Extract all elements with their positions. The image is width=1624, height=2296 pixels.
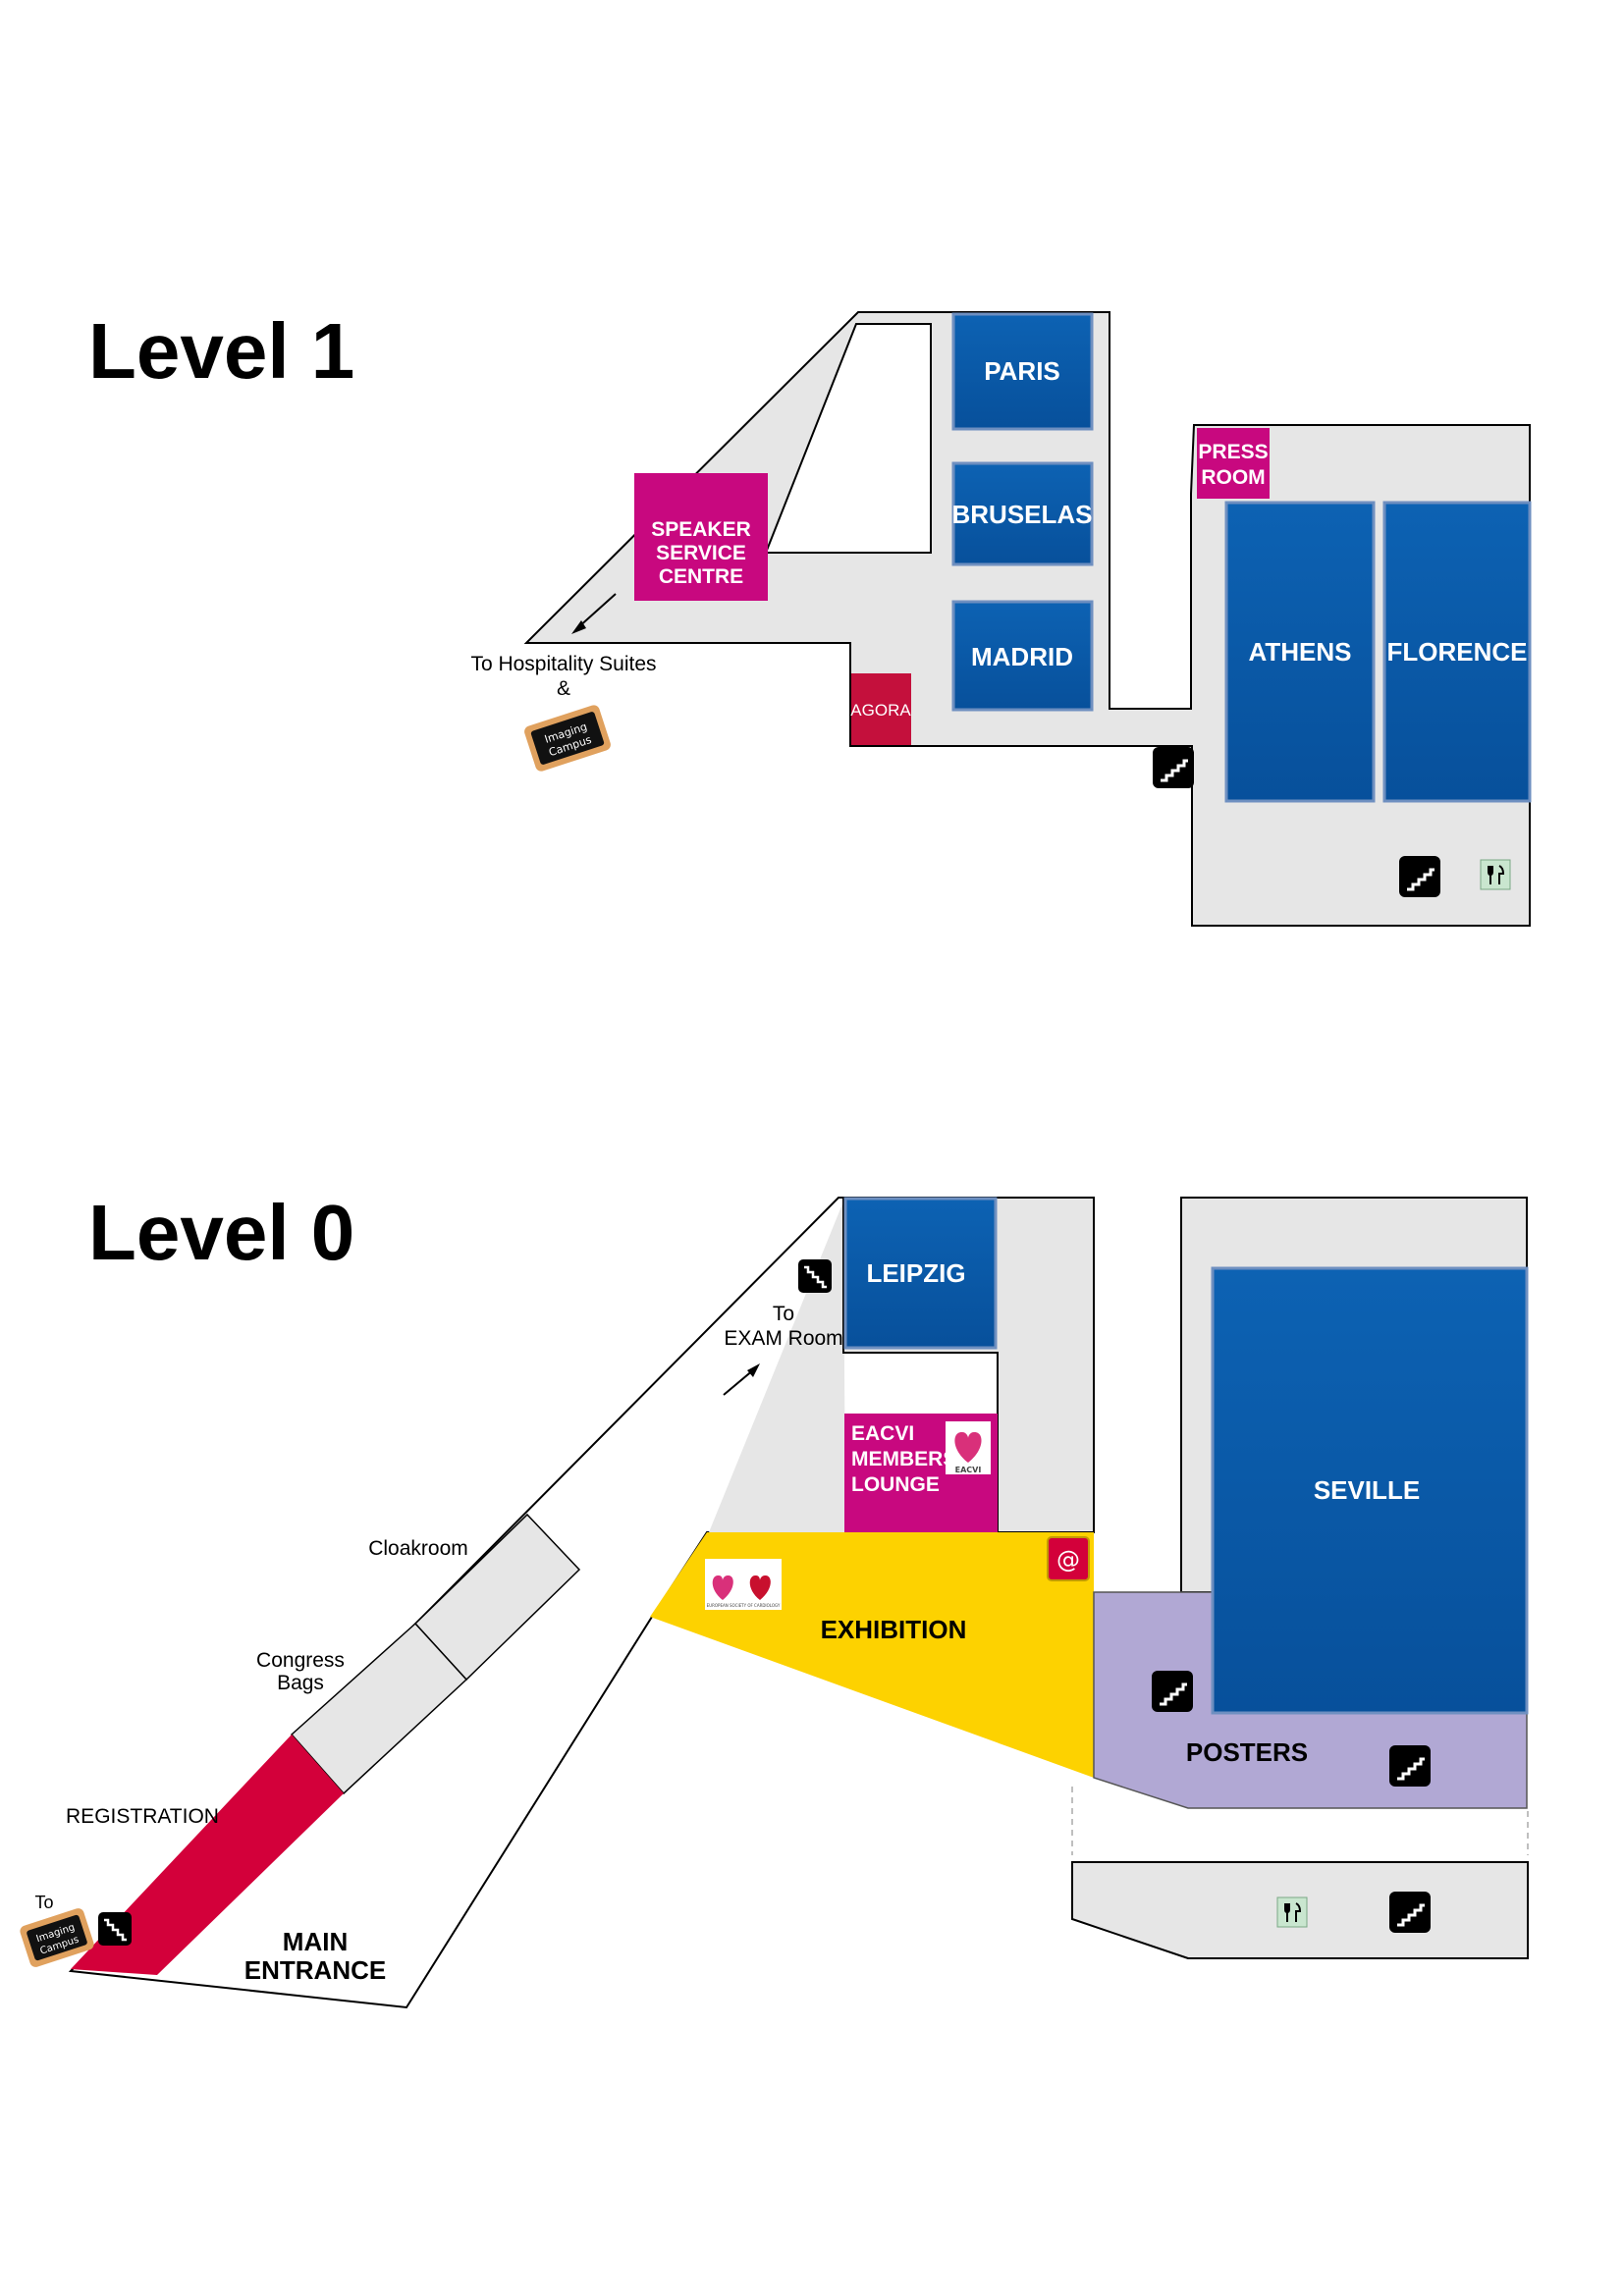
posters-label: POSTERS xyxy=(1186,1737,1308,1767)
room-bruselas[interactable]: BRUSELAS xyxy=(951,461,1094,566)
room-seville-label: SEVILLE xyxy=(1314,1475,1420,1505)
congress-bags-line-2: Bags xyxy=(277,1672,324,1694)
speaker-service-line-2: SERVICE xyxy=(656,542,746,564)
imaging-campus-sign[interactable]: Imaging Campus xyxy=(19,1907,95,1969)
to-hospitality-ampersand: & xyxy=(557,677,570,700)
direction-arrow xyxy=(723,1363,760,1396)
room-florence[interactable]: FLORENCE xyxy=(1382,501,1532,803)
press-room-line-1: PRESS xyxy=(1198,441,1268,463)
esc-logo-text: EUROPEAN SOCIETY OF CARDIOLOGY xyxy=(707,1603,781,1608)
room-madrid-label: MADRID xyxy=(971,642,1073,671)
to-hospitality-suites: To Hospitality Suites xyxy=(470,653,656,675)
eacvi-lounge-line-1: EACVI xyxy=(851,1422,914,1445)
restaurant-icon xyxy=(1480,859,1511,890)
room-bruselas-label: BRUSELAS xyxy=(951,500,1092,529)
room-madrid[interactable]: MADRID xyxy=(951,600,1094,712)
speaker-service-line-1: SPEAKER xyxy=(651,518,751,541)
stairs-icon xyxy=(1397,854,1442,899)
room-athens-label: ATHENS xyxy=(1249,637,1352,667)
restaurant-icon xyxy=(1276,1896,1308,1928)
to-imaging-campus: To xyxy=(34,1893,53,1912)
congress-bags-line-1: Congress xyxy=(256,1649,345,1672)
room-florence-label: FLORENCE xyxy=(1387,637,1528,667)
internet-icon[interactable]: @ xyxy=(1047,1536,1090,1581)
exhibition-sponsor-logos: EUROPEAN SOCIETY OF CARDIOLOGY xyxy=(705,1559,782,1610)
registration-desk[interactable] xyxy=(71,1735,344,1975)
stairs-icon xyxy=(1151,745,1196,790)
eacvi-logo: EACVI xyxy=(946,1421,991,1474)
room-paris-label: PARIS xyxy=(984,356,1060,386)
room-seville[interactable]: SEVILLE xyxy=(1211,1266,1529,1715)
stairs-icon xyxy=(1387,1890,1433,1935)
direction-arrow xyxy=(571,593,617,634)
eacvi-logo-text: EACVI xyxy=(955,1466,982,1474)
cloakroom-label: Cloakroom xyxy=(368,1537,468,1560)
press-room-line-2: ROOM xyxy=(1201,466,1265,489)
stairs-down-icon xyxy=(96,1910,134,1948)
room-paris[interactable]: PARIS xyxy=(951,312,1094,431)
eacvi-lounge-line-2: MEMBERS xyxy=(851,1448,956,1470)
eacvi-members-lounge[interactable]: EACVI MEMBERS LOUNGE EACVI xyxy=(844,1414,998,1532)
exhibition-area[interactable]: EXHIBITION EUROPEAN SOCIETY OF CARDIOLOG… xyxy=(650,1532,1094,1778)
stairs-icon xyxy=(1387,1743,1433,1789)
eacvi-lounge-line-3: LOUNGE xyxy=(851,1473,940,1496)
level-0-title: Level 0 xyxy=(88,1189,354,1276)
level-1-title: Level 1 xyxy=(88,307,354,395)
room-leipzig[interactable]: LEIPZIG xyxy=(843,1197,998,1350)
to-exam-line-1: To xyxy=(773,1303,794,1325)
speaker-service-line-3: CENTRE xyxy=(659,565,743,588)
press-room[interactable]: PRESS ROOM xyxy=(1197,428,1270,499)
main-entrance-line-2: ENTRANCE xyxy=(244,1955,386,1985)
speaker-service-centre[interactable]: SPEAKER SERVICE CENTRE xyxy=(634,473,768,601)
stairs-icon xyxy=(1150,1669,1195,1714)
room-agora-label: AGORA xyxy=(850,701,911,720)
room-athens[interactable]: ATHENS xyxy=(1224,501,1376,803)
exhibition-label: EXHIBITION xyxy=(821,1615,967,1644)
main-entrance-line-1: MAIN xyxy=(283,1927,348,1956)
registration-label: REGISTRATION xyxy=(66,1805,219,1828)
stairs-down-icon xyxy=(796,1257,834,1295)
room-agora[interactable]: AGORA xyxy=(850,673,911,745)
internet-symbol: @ xyxy=(1056,1546,1080,1574)
room-leipzig-label: LEIPZIG xyxy=(866,1258,965,1288)
to-exam-line-2: EXAM Room xyxy=(724,1327,842,1350)
imaging-campus-sign[interactable]: Imaging Campus xyxy=(523,704,613,773)
